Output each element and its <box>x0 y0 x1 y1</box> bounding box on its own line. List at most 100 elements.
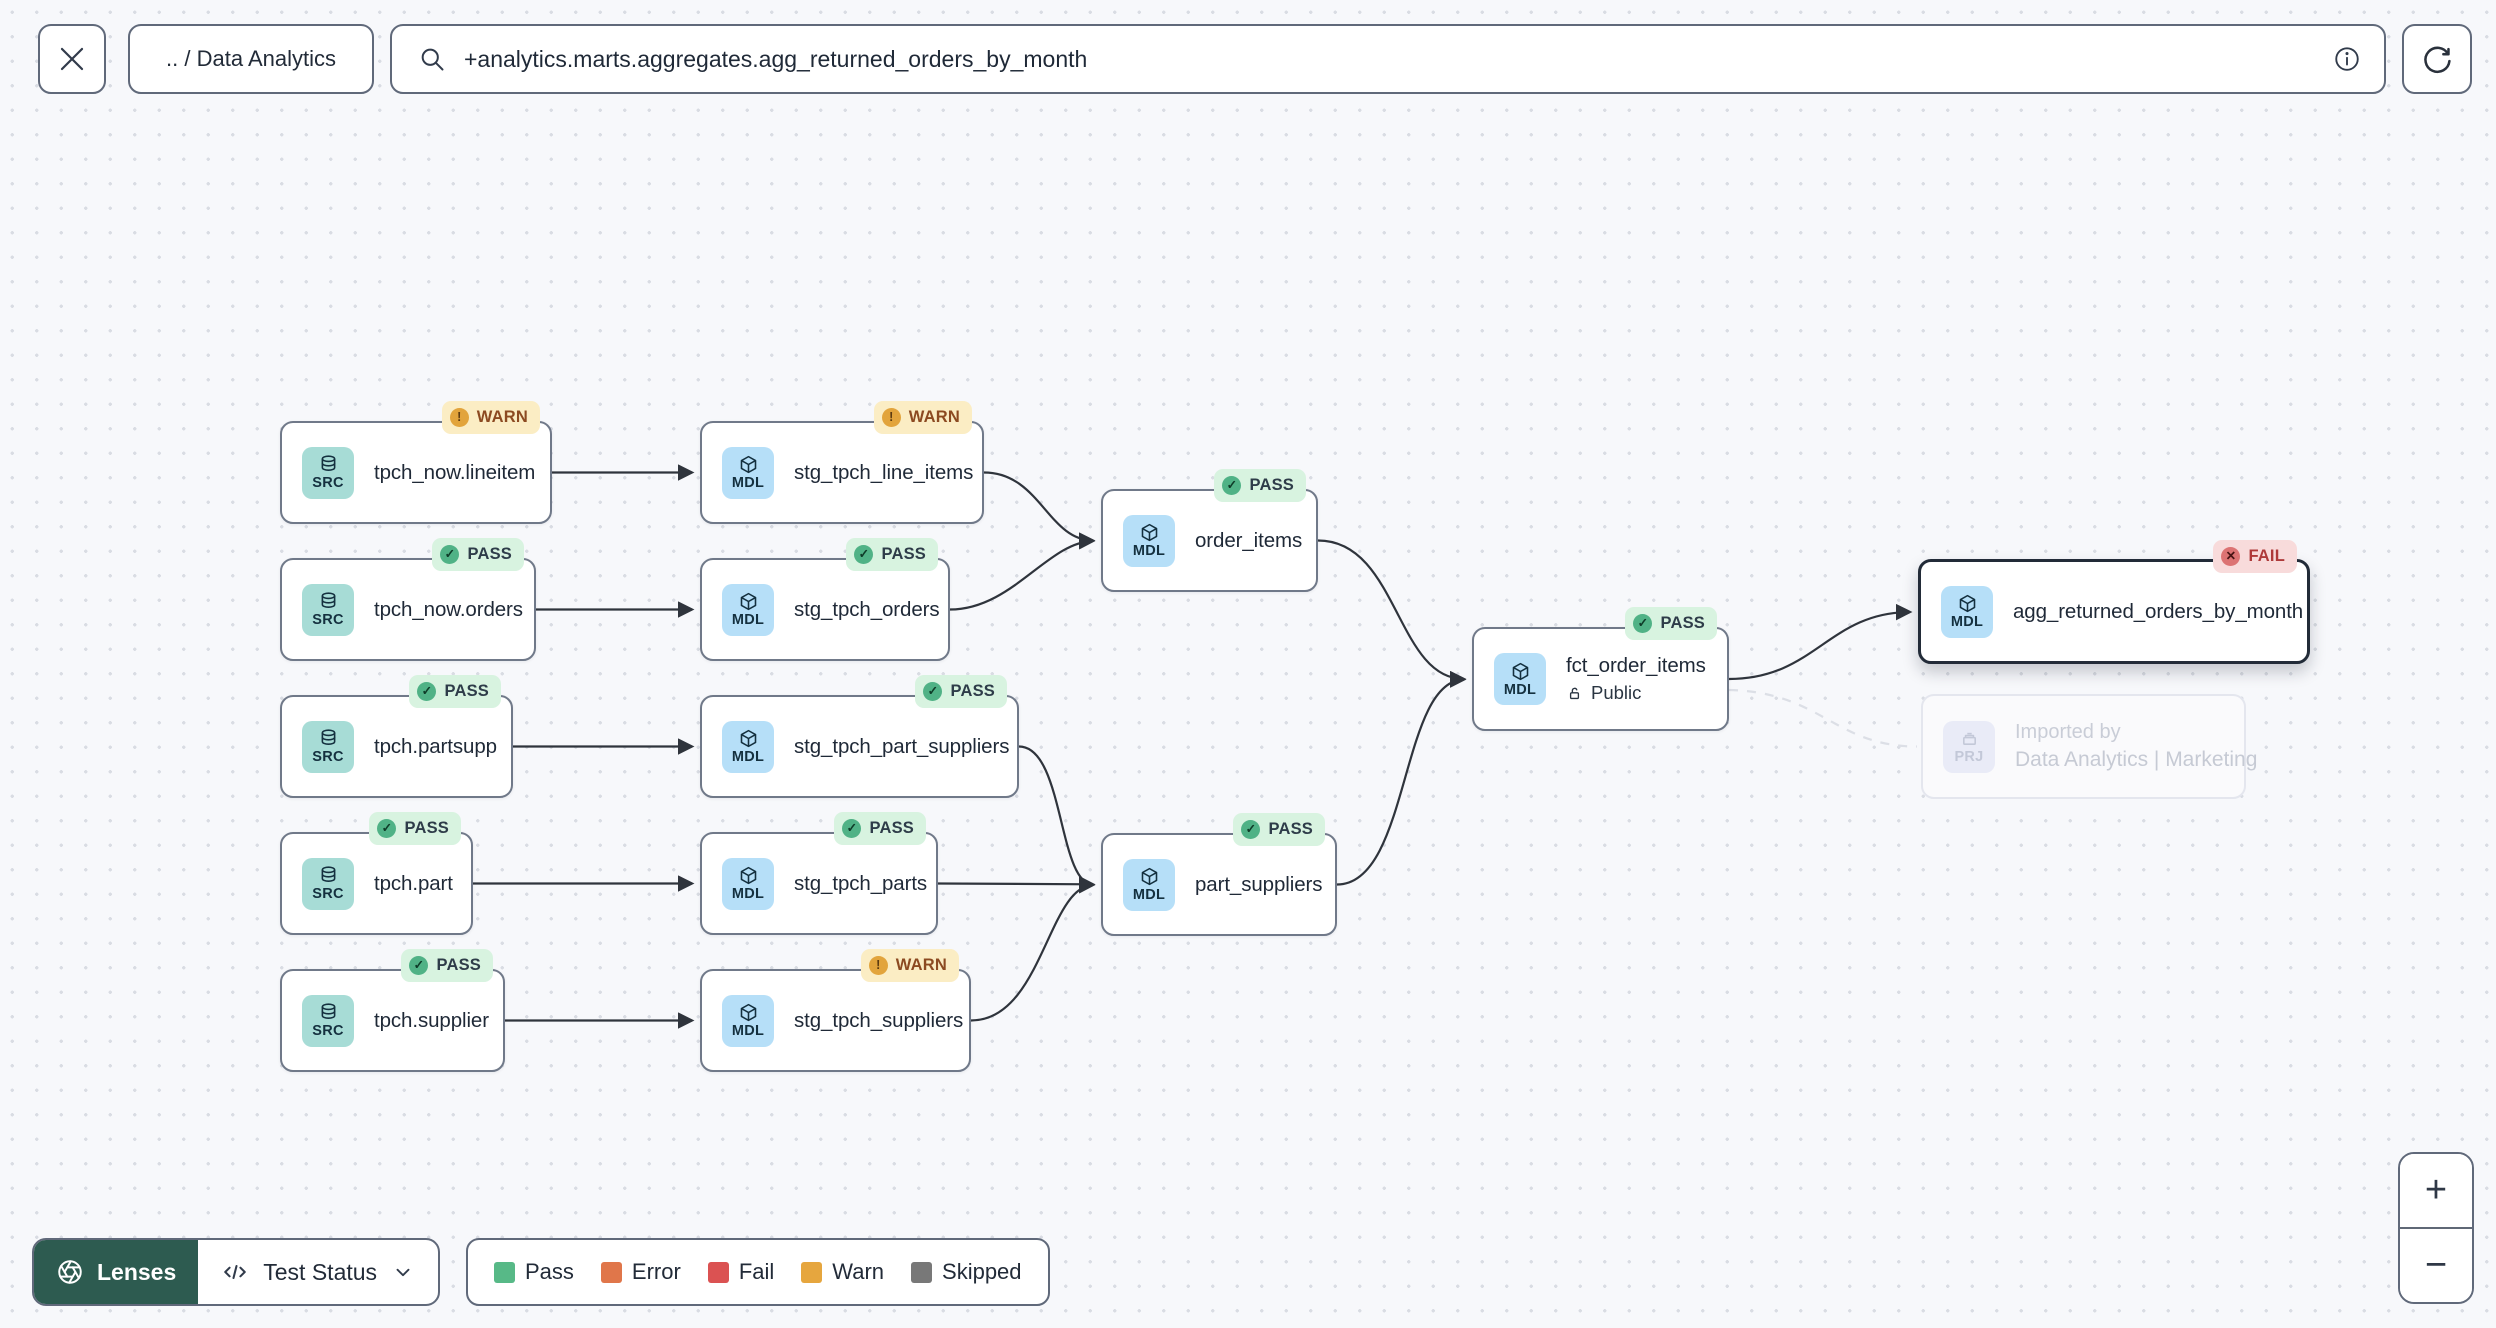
model-type-box: MDL <box>1123 514 1175 567</box>
imported-by-label: Imported by <box>2015 721 2121 743</box>
legend-item-warn: Warn <box>801 1259 884 1285</box>
lenses-button[interactable]: Lenses <box>34 1240 199 1304</box>
check-icon: ✓ <box>377 819 397 838</box>
node-label: tpch_now.orders <box>374 597 523 621</box>
database-icon <box>321 1003 335 1020</box>
model-type-box: MDL <box>1494 653 1546 705</box>
node-label: part_suppliers <box>1195 872 1323 896</box>
check-icon: ✓ <box>409 956 429 975</box>
lineage-node-tpch-now-orders[interactable]: ✓PASS SRC tpch_now.orders <box>280 538 536 661</box>
database-icon <box>321 729 335 746</box>
check-icon: ✓ <box>842 819 862 838</box>
lineage-node-stg-tpch-line-items[interactable]: !WARN MDL stg_tpch_line_items <box>700 401 984 524</box>
cube-icon <box>740 456 756 474</box>
aperture-icon <box>58 1260 82 1284</box>
model-type-box: MDL <box>722 446 774 499</box>
lens-selected-label: Test Status <box>263 1258 378 1285</box>
lineage-node-tpch-partsupp[interactable]: ✓PASS SRC tpch.partsupp <box>280 675 513 798</box>
zoom-divider <box>2400 1227 2472 1229</box>
cube-icon <box>1959 595 1975 613</box>
breadcrumb-label: .. / Data Analytics <box>166 46 336 71</box>
cube-icon <box>1141 524 1157 542</box>
search-box[interactable]: +analytics.marts.aggregates.agg_returned… <box>390 24 2386 94</box>
node-label: tpch.partsupp <box>374 734 497 758</box>
database-icon <box>321 455 335 472</box>
close-icon <box>60 47 84 71</box>
zoom-in-button[interactable]: + <box>2400 1154 2472 1227</box>
zoom-out-button[interactable]: − <box>2400 1229 2472 1302</box>
source-type-box: SRC <box>302 446 354 499</box>
node-label: tpch.supplier <box>374 1008 489 1032</box>
fail-icon: ✕ <box>2221 547 2241 566</box>
database-icon <box>321 592 335 609</box>
warn-icon: ! <box>449 408 469 427</box>
lineage-node-stg-tpch-part-suppliers[interactable]: ✓PASS MDL stg_tpch_part_suppliers <box>700 675 1019 798</box>
node-label: stg_tpch_suppliers <box>794 1008 964 1032</box>
status-badge: ✓PASS <box>834 812 926 845</box>
status-badge: ✓PASS <box>409 675 501 708</box>
skipped-swatch <box>911 1261 933 1283</box>
info-button[interactable] <box>2332 44 2362 74</box>
status-badge: !WARN <box>441 401 540 434</box>
check-icon: ✓ <box>417 682 437 701</box>
search-icon <box>421 48 444 71</box>
lineage-node-stg-tpch-suppliers[interactable]: !WARN MDL stg_tpch_suppliers <box>700 949 971 1072</box>
project-icon <box>1962 733 1976 746</box>
node-label: tpch_now.lineitem <box>374 460 536 484</box>
lineage-node-stg-tpch-parts[interactable]: ✓PASS MDL stg_tpch_parts <box>700 812 938 935</box>
cube-icon <box>1141 868 1157 886</box>
lens-selector-dropdown[interactable]: Test Status <box>198 1240 438 1304</box>
check-icon: ✓ <box>854 545 874 564</box>
lineage-node-agg-returned-orders-by-month[interactable]: ✕FAIL MDL agg_returned_orders_by_month <box>1918 540 2310 664</box>
status-badge: ✓PASS <box>369 812 461 845</box>
check-icon: ✓ <box>1241 820 1261 839</box>
legend-item-skipped: Skipped <box>911 1259 1022 1285</box>
check-icon: ✓ <box>440 545 460 564</box>
chevron-down-icon <box>396 1268 410 1277</box>
breadcrumb-button[interactable]: .. / Data Analytics <box>128 24 374 94</box>
status-badge: ✕FAIL <box>2213 540 2297 573</box>
refresh-button[interactable] <box>2402 24 2472 94</box>
warn-swatch <box>801 1261 823 1283</box>
legend-item-pass: Pass <box>494 1259 574 1285</box>
model-type-box: MDL <box>722 720 774 773</box>
status-badge: ✓PASS <box>846 538 938 571</box>
error-swatch <box>600 1261 622 1283</box>
lenses-label: Lenses <box>97 1258 177 1285</box>
lineage-node-part-suppliers[interactable]: ✓PASS MDL part_suppliers <box>1101 813 1337 936</box>
node-label: tpch.part <box>374 871 453 895</box>
refresh-icon <box>2424 46 2451 74</box>
legend-item-error: Error <box>600 1259 681 1285</box>
close-button[interactable] <box>38 24 106 94</box>
lineage-node-tpch-part[interactable]: ✓PASS SRC tpch.part <box>280 812 473 935</box>
lineage-node-tpch-supplier[interactable]: ✓PASS SRC tpch.supplier <box>280 949 505 1072</box>
info-circle-icon <box>2335 47 2359 71</box>
node-label: agg_returned_orders_by_month <box>2013 599 2304 623</box>
status-badge: !WARN <box>860 949 959 982</box>
database-icon <box>321 866 335 883</box>
status-badge: ✓PASS <box>401 949 493 982</box>
source-type-box: SRC <box>302 720 354 773</box>
source-type-box: SRC <box>302 583 354 636</box>
status-badge: ✓PASS <box>915 675 1007 708</box>
access-label: Public <box>1566 682 1706 704</box>
check-icon: ✓ <box>923 682 943 701</box>
project-type-box: PRJ <box>1943 720 1995 773</box>
lineage-node-order-items[interactable]: ✓PASS MDL order_items <box>1101 469 1318 592</box>
lenses-control: Lenses Test Status <box>32 1238 441 1306</box>
code-icon <box>224 1265 247 1279</box>
search-input-value[interactable]: +analytics.marts.aggregates.agg_returned… <box>464 45 1088 72</box>
lineage-node-tpch-now-lineitem[interactable]: !WARN SRC tpch_now.lineitem <box>280 401 552 524</box>
check-icon: ✓ <box>1633 614 1653 633</box>
source-type-box: SRC <box>302 994 354 1047</box>
lineage-node-stg-tpch-orders[interactable]: ✓PASS MDL stg_tpch_orders <box>700 538 950 661</box>
cube-icon <box>740 593 756 611</box>
lineage-node-fct-order-items[interactable]: ✓PASS MDL fct_order_items Public <box>1472 607 1729 731</box>
unlock-icon <box>1569 687 1580 699</box>
legend-item-fail: Fail <box>707 1259 774 1285</box>
lineage-node-imported-by-project[interactable]: PRJ Imported by Data Analytics | Marketi… <box>1921 694 2257 799</box>
model-type-box: MDL <box>722 994 774 1047</box>
test-status-legend: Pass Error Fail Warn Skipped <box>466 1238 1050 1306</box>
check-icon: ✓ <box>1222 476 1242 495</box>
node-label: stg_tpch_parts <box>794 871 928 895</box>
